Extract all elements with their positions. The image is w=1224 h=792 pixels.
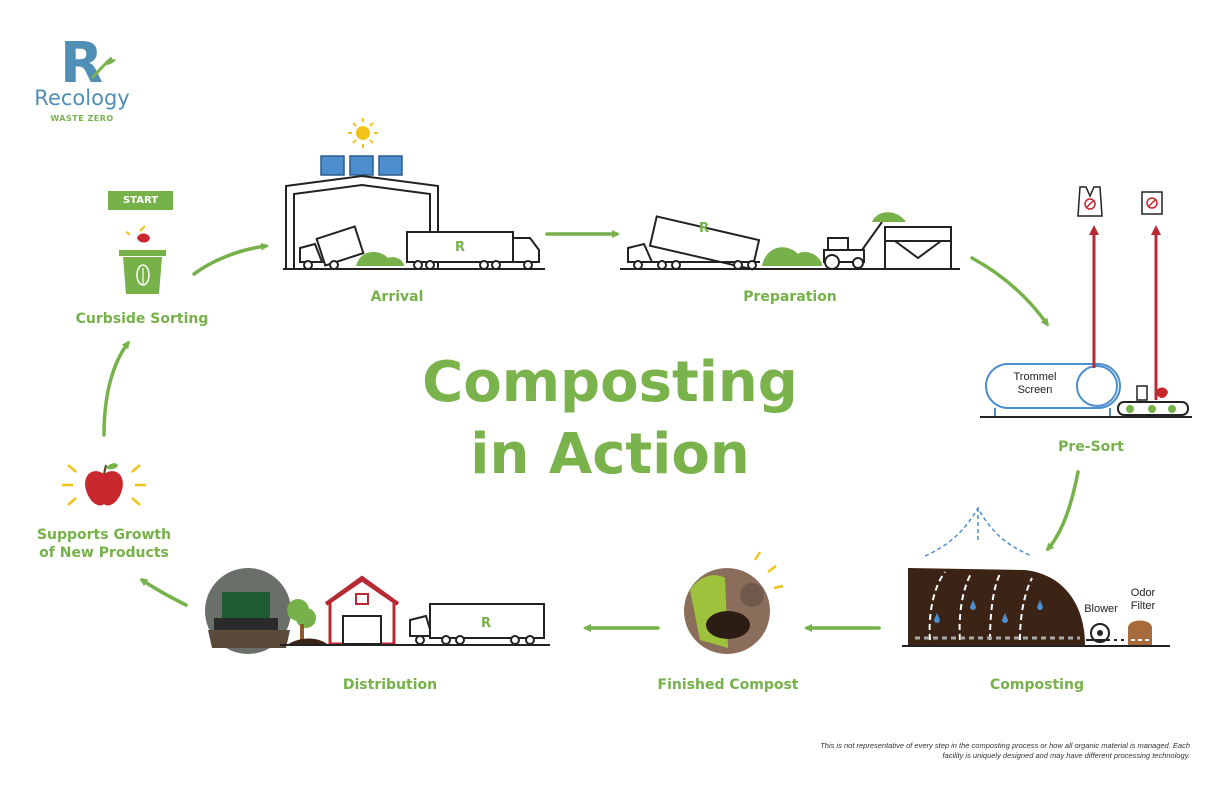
flow-arrow-presort-to-composting: [1046, 470, 1080, 552]
brand-tagline: WASTE ZERO: [50, 114, 114, 123]
page-title-line-1: Composting: [422, 350, 798, 415]
page-title-line-2: in Action: [470, 422, 750, 487]
trommel-screen-illustration: [985, 363, 1121, 416]
distribution-illustration: [280, 575, 550, 646]
organic-pile-icon: [762, 247, 822, 266]
truck-logo-icon: R: [699, 221, 709, 236]
step-label-finished-compost: Finished Compost: [657, 677, 799, 693]
compost-bin-icon: [119, 225, 166, 294]
flow-arrow-growth-to-curbside: [102, 340, 130, 437]
brand-name: Recology: [34, 86, 130, 110]
flow-arrow-preparation-to-presort: [970, 256, 1049, 327]
loader-bucket-pile-icon: [872, 212, 906, 222]
preparation-illustration: [620, 215, 960, 271]
start-badge: START: [108, 191, 173, 210]
apple-icon: [62, 463, 146, 506]
svg-text:R: R: [60, 31, 103, 96]
odor-filter-label: Odor Filter: [1130, 587, 1156, 612]
truck-logo-icon: R: [481, 616, 491, 631]
recology-logo-mark: R: [60, 31, 116, 96]
can-rejected-icon: [1141, 191, 1163, 215]
step-label-distribution: Distribution: [342, 677, 438, 693]
distribution-photo: [205, 568, 291, 654]
step-label-arrival: Arrival: [370, 289, 424, 305]
step-label-curbside-sorting: Curbside Sorting: [75, 311, 209, 327]
step-label-composting: Composting: [990, 677, 1084, 693]
flow-arrow-distribution-to-growth: [139, 578, 188, 607]
step-label-preparation: Preparation: [743, 289, 837, 305]
conveyor-belt-icon: [1117, 385, 1189, 416]
composting-pile-illustration: [902, 506, 1170, 647]
arrival-facility-illustration: [283, 118, 545, 270]
trommel-screen-label: Trommel Screen: [1013, 371, 1057, 396]
finished-compost-photo: [684, 551, 784, 654]
truck-logo-icon: R: [455, 240, 465, 255]
blower-label: Blower: [1084, 603, 1118, 615]
disclaimer-note: This is not representative of every step…: [820, 741, 1190, 760]
step-label-pre-sort: Pre-Sort: [1058, 439, 1124, 455]
organic-pile-icon: [356, 251, 404, 266]
flow-arrow-curbside-to-arrival: [192, 242, 269, 276]
plastic-bag-rejected-icon: [1077, 186, 1103, 217]
step-label-supports-growth: Supports Growth of New Products: [36, 527, 172, 562]
